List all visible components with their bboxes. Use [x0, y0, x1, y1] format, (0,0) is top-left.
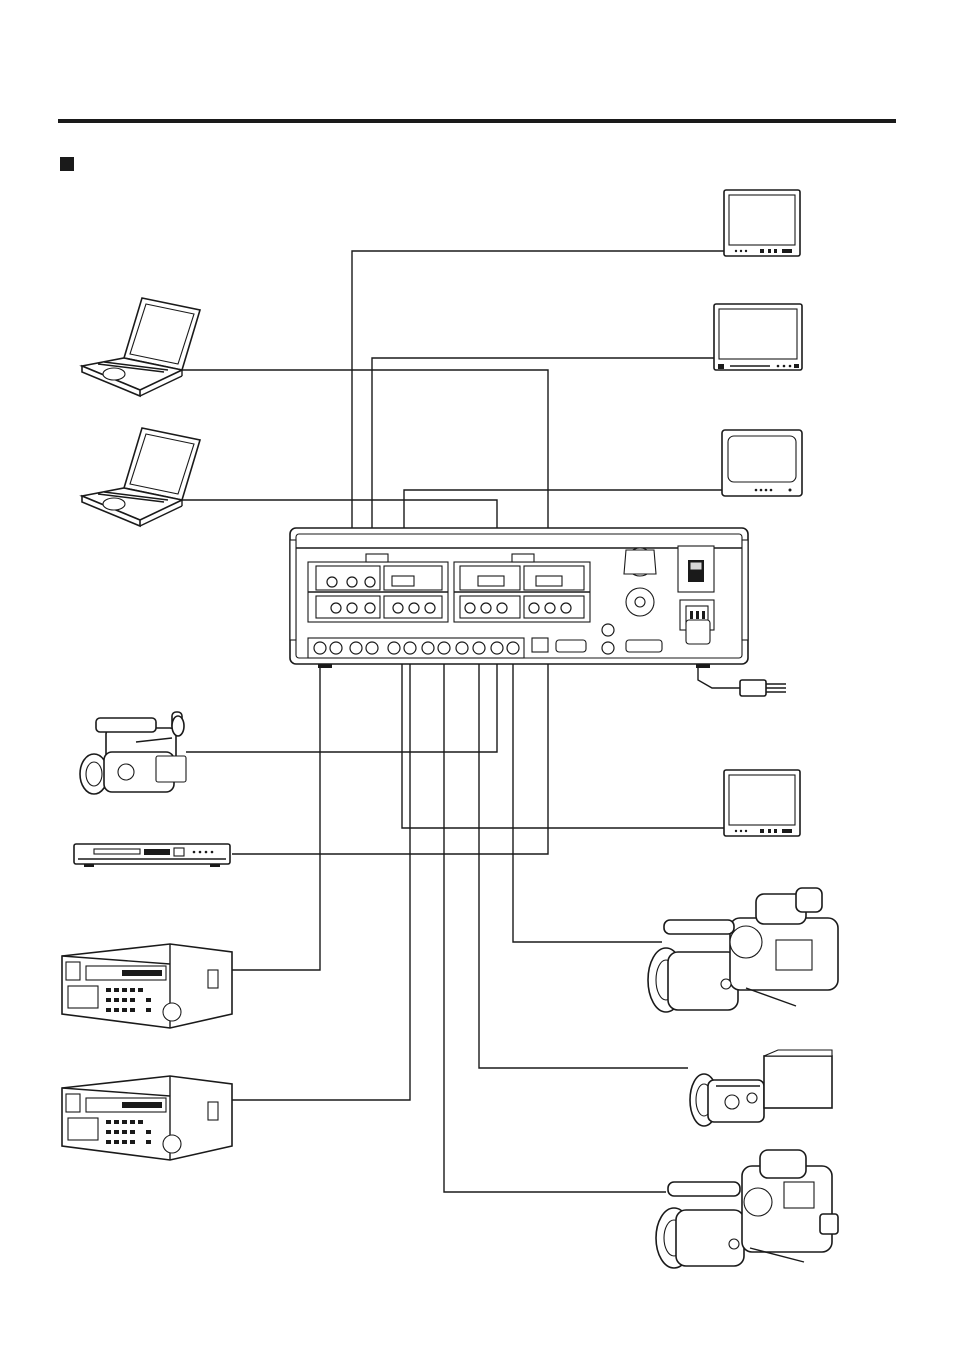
lcd-monitor-icon: [714, 304, 802, 370]
dsub-port-icon: [626, 640, 662, 652]
cable-camcorder: [186, 657, 497, 752]
vtr-deck-icon: [62, 944, 232, 1028]
dvd-player-icon: [74, 844, 230, 867]
tally-port-icon: [602, 624, 614, 636]
option-slot-right: [454, 554, 590, 622]
cable-vtr-1: [232, 657, 320, 970]
cable-dvd-player: [232, 657, 548, 854]
laptop-icon: [82, 298, 200, 396]
option-slot-left: [308, 554, 448, 622]
cable-monitor-4: [402, 657, 724, 828]
power-plug-icon: [740, 680, 786, 696]
lcd-monitor-icon: [724, 770, 800, 836]
cable-vtr-2: [232, 657, 410, 1100]
shoulder-camera-icon: [656, 1150, 838, 1268]
lcd-monitor-icon: [724, 190, 800, 256]
cable-studio-camera-1: [513, 657, 662, 942]
bnc-input-row: [308, 638, 524, 658]
laptop-icon: [82, 428, 200, 526]
box-camera-icon: [690, 1050, 832, 1126]
power-switch-icon: [678, 546, 714, 592]
tally-port-icon: [602, 642, 614, 654]
vtr-deck-icon: [62, 1076, 232, 1160]
cable-studio-camera-2: [444, 657, 666, 1192]
camcorder-icon: [80, 712, 186, 794]
lan-port-icon: [532, 638, 548, 652]
switcher-rear-panel-icon: [290, 528, 748, 668]
cables: [178, 251, 740, 1192]
dsub-port-icon: [556, 640, 586, 652]
crt-monitor-icon: [722, 430, 802, 496]
shoulder-camera-icon: [648, 888, 838, 1012]
